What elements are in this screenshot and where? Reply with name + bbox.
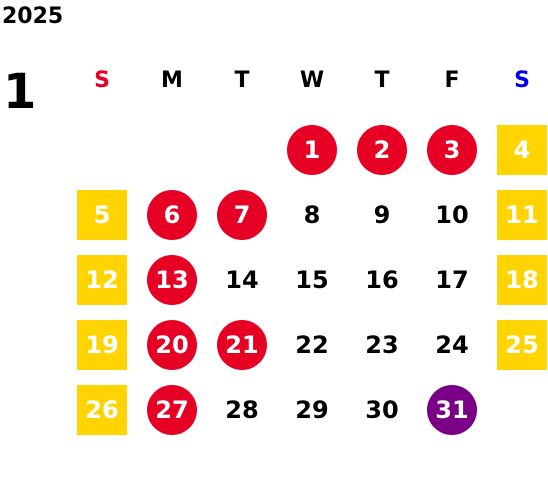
day-cell[interactable]: 20 (147, 320, 197, 370)
day-cell[interactable]: 14 (225, 266, 259, 294)
year-label: 2025 (2, 4, 64, 29)
month-number: 1 (3, 64, 37, 120)
day-cell[interactable]: 10 (435, 201, 469, 229)
day-cell[interactable]: 9 (373, 201, 391, 229)
day-cell[interactable]: 4 (497, 125, 547, 175)
day-cell[interactable]: 30 (365, 396, 399, 424)
day-cell[interactable]: 27 (147, 385, 197, 435)
day-cell[interactable]: 6 (147, 190, 197, 240)
day-cell[interactable]: 16 (365, 266, 399, 294)
day-cell[interactable]: 28 (225, 396, 259, 424)
day-cell[interactable]: 3 (427, 125, 477, 175)
day-cell[interactable]: 19 (77, 320, 127, 370)
day-cell[interactable]: 18 (497, 255, 547, 305)
weekday-header-tue: T (234, 68, 250, 93)
weekday-header-mon: M (161, 68, 183, 93)
day-cell[interactable]: 12 (77, 255, 127, 305)
weekday-header-fri: F (444, 68, 460, 93)
day-cell[interactable]: 22 (295, 331, 329, 359)
day-cell[interactable]: 29 (295, 396, 329, 424)
day-cell[interactable]: 5 (77, 190, 127, 240)
weekday-header-wed: W (299, 68, 325, 93)
day-cell[interactable]: 26 (77, 385, 127, 435)
day-cell[interactable]: 7 (217, 190, 267, 240)
day-cell[interactable]: 1 (287, 125, 337, 175)
day-cell[interactable]: 8 (303, 201, 321, 229)
day-cell[interactable]: 11 (497, 190, 547, 240)
weekday-header-sat: S (514, 68, 530, 93)
day-cell[interactable]: 2 (357, 125, 407, 175)
day-cell[interactable]: 25 (497, 320, 547, 370)
day-cell[interactable]: 13 (147, 255, 197, 305)
day-cell[interactable]: 15 (295, 266, 329, 294)
weekday-header-thu: T (374, 68, 390, 93)
day-cell[interactable]: 23 (365, 331, 399, 359)
day-cell[interactable]: 24 (435, 331, 469, 359)
day-cell[interactable]: 21 (217, 320, 267, 370)
day-cell[interactable]: 31 (427, 385, 477, 435)
weekday-header-sun: S (94, 68, 110, 93)
day-cell[interactable]: 17 (435, 266, 469, 294)
